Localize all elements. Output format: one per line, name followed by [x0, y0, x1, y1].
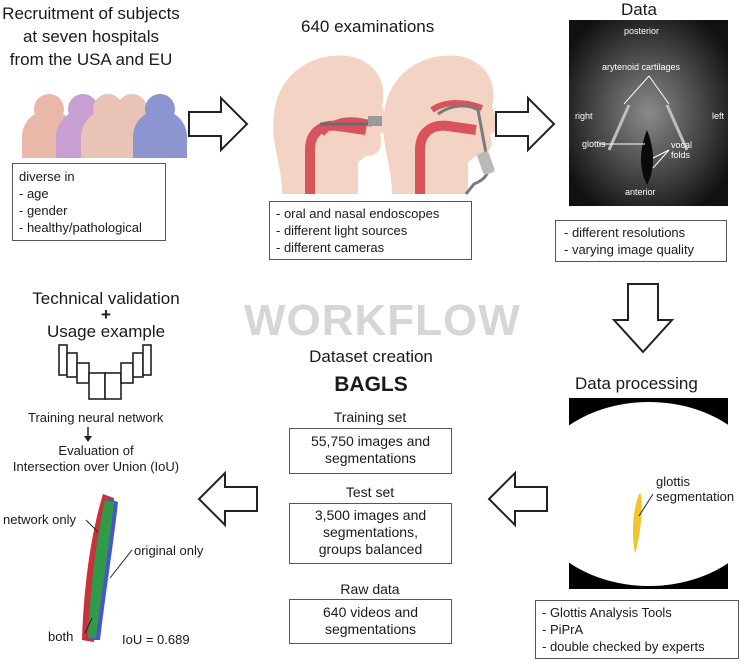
glottis-shape-icon: [599, 75, 689, 185]
glottis-label: glottis: [582, 139, 606, 149]
arytenoid-label: arytenoid cartilages: [602, 62, 681, 72]
original-only-label: original only: [134, 543, 204, 558]
down-small-arrow-icon: [84, 427, 92, 442]
right-arrow-icon: [188, 95, 249, 153]
recruitment-details-box: diverse in - age - gender - healthy/path…: [12, 163, 166, 241]
data-details-box: - different resolutions - varying image …: [555, 220, 727, 262]
segmentation-image: [569, 398, 728, 589]
examinations-details-box: - oral and nasal endoscopes - different …: [269, 201, 472, 260]
dataset-title: Dataset creation: [309, 347, 433, 366]
test-set-box: 3,500 images and segmentations, groups b…: [289, 503, 452, 564]
both-label: both: [48, 629, 74, 644]
processing-title: Data processing: [575, 374, 698, 393]
evaluation-label: Evaluation of Intersection over Union (I…: [12, 443, 180, 474]
workflow-watermark: WORKFLOW: [244, 296, 521, 345]
posterior-label: posterior: [624, 26, 660, 36]
endoscopy-image: posterior arytenoid cartilages right lef…: [569, 20, 728, 206]
right-arrow-icon: [495, 95, 556, 153]
left-arrow-icon: [197, 470, 258, 528]
right-label: right: [575, 111, 593, 121]
iou-value: IoU = 0.689: [122, 632, 190, 647]
person-silhouette: [133, 94, 187, 158]
down-arrow-icon: [611, 283, 675, 354]
segmentation-mask-icon: [569, 402, 728, 586]
people-icon: [22, 94, 187, 158]
left-arrow-icon: [487, 470, 548, 528]
data-title: Data: [621, 0, 657, 19]
anterior-label: anterior: [625, 187, 656, 197]
training-set-label: Training set: [333, 409, 407, 425]
endoscopy-illustration: [273, 55, 500, 195]
recruitment-title: Recruitment of subjects at seven hospita…: [2, 4, 180, 69]
seg-label: glottis segmentation: [656, 474, 735, 504]
left-label: left: [712, 111, 725, 121]
test-set-label: Test set: [345, 484, 395, 500]
head-oral-icon: [273, 55, 390, 194]
examinations-title: 640 examinations: [301, 17, 435, 36]
network-only-label: network only: [3, 512, 76, 527]
segmentation-overlay-icon: [82, 494, 118, 642]
validation-title: Technical validation + Usage example: [32, 289, 180, 341]
processing-details-box: - Glottis Analysis Tools - PiPrA - doubl…: [535, 600, 739, 659]
training-set-box: 55,750 images and segmentations: [289, 428, 452, 474]
vocal-folds-label: vocal folds: [671, 140, 693, 160]
raw-data-box: 640 videos and segmentations: [289, 599, 452, 644]
training-network-label: Training neural network: [28, 410, 164, 425]
raw-data-label: Raw data: [340, 581, 400, 597]
neural-network-icon: [58, 344, 152, 400]
dataset-name: BAGLS: [334, 373, 408, 396]
head-nasal-icon: [383, 55, 500, 195]
